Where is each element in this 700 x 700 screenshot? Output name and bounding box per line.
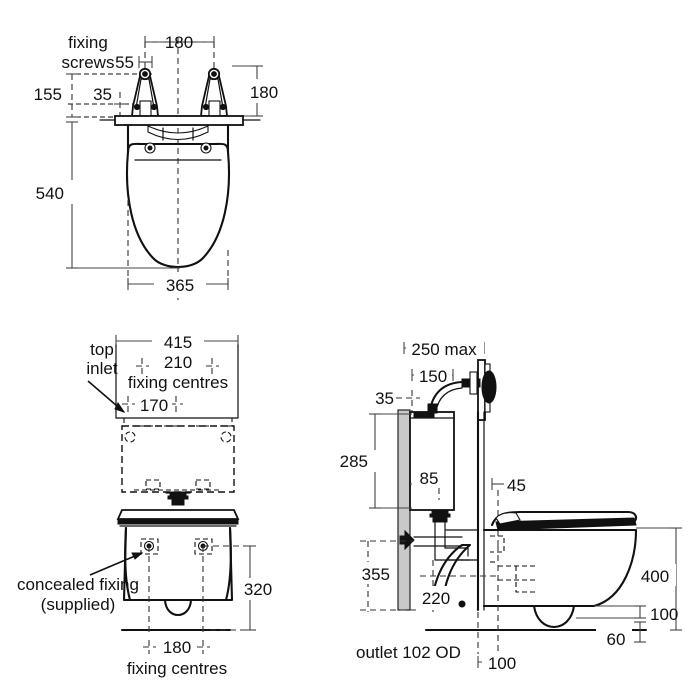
dim-bracket-depth-180: 180 xyxy=(232,65,283,117)
dim-label-wall-to-fixing-100: 100 xyxy=(488,654,516,673)
dim-label-cistern-fixing-centres-210: 210 xyxy=(164,353,192,372)
dim-screw-inset-35: 35 xyxy=(93,85,126,118)
dim-label-pan-fixing-centres-180: 180 xyxy=(163,638,191,657)
dim-label-pan-inlet-45: 45 xyxy=(507,476,526,495)
dim-label-cistern-height-285: 285 xyxy=(340,452,368,471)
dim-frame-width-415: 415 xyxy=(115,330,239,352)
dim-screw-to-seat-155: 155 xyxy=(34,73,78,118)
dim-label-seat-length-540: 540 xyxy=(36,184,64,203)
concealed-fixing-leader-arrow xyxy=(89,552,144,576)
dim-pan-underside-100: 100 xyxy=(576,605,678,624)
top-inlet-leader-arrow xyxy=(87,380,126,413)
side-section-installation: 250 max 150 35 xyxy=(340,337,682,673)
dim-label-inlet-offset-170: 170 xyxy=(140,396,168,415)
dim-label-frame-depth-250-max: 250 max xyxy=(411,340,477,359)
dim-pan-height-320: 320 xyxy=(148,545,280,634)
dim-label-pan-height-320: 320 xyxy=(244,580,272,599)
pan-front-elevation xyxy=(116,509,240,616)
dim-label-cistern-top-offset-35: 35 xyxy=(375,389,394,408)
flush-plate-and-button xyxy=(461,359,497,421)
dim-cistern-top-offset-35: 35 xyxy=(375,389,420,412)
dim-frame-depth-250-max: 250 max xyxy=(403,337,485,359)
dim-outlet-height-355: 355 xyxy=(346,541,420,612)
dim-label-bracket-depth-180: 180 xyxy=(250,83,278,102)
dim-wall-to-fixing-100: 100 xyxy=(477,545,520,673)
seat-hinge-bracket-right xyxy=(200,67,228,117)
frame-foot-bolt-right xyxy=(458,600,466,608)
plan-seat-lid xyxy=(125,142,231,269)
note-fixing-screws-line2: screws xyxy=(62,53,115,72)
note-concealed-fixing-line2: (supplied) xyxy=(41,595,116,614)
note-top-inlet-line2: inlet xyxy=(86,359,117,378)
dim-soil-offset-220: 220 xyxy=(414,560,500,612)
dim-label-frame-width-415: 415 xyxy=(164,333,192,352)
dim-outlet-centre-85: 85 xyxy=(410,466,446,500)
pan-side-profile xyxy=(482,510,638,629)
dim-seat-length-540: 540 xyxy=(36,121,180,269)
dim-hinge-centres-180: 180 xyxy=(144,33,215,80)
dim-label-pan-underside-100: 100 xyxy=(650,605,678,624)
note-top-inlet-line1: top xyxy=(90,340,114,359)
concealed-cistern-outline xyxy=(115,417,239,506)
dim-floor-gap-60: 60 xyxy=(596,621,646,650)
dim-cistern-height-285: 285 xyxy=(340,413,412,509)
plan-view-seat-and-hinges: 180 55 fixing screws xyxy=(34,33,283,300)
dim-label-seat-width-365: 365 xyxy=(166,276,194,295)
dim-inlet-offset-170: 170 xyxy=(122,394,183,415)
cistern-flush-outlet xyxy=(429,509,471,561)
dim-seat-width-365: 365 xyxy=(127,200,229,296)
dim-label-soil-offset-220: 220 xyxy=(422,589,450,608)
concealed-cistern-section xyxy=(409,380,464,511)
front-elevation-cistern-and-pan: 415 210 fixing centres 170 xyxy=(17,330,280,678)
dim-label-outlet-centre-85: 85 xyxy=(420,469,439,488)
soil-pipe-connector xyxy=(360,529,463,551)
dim-label-hinge-centres-180: 180 xyxy=(165,33,193,52)
dim-label-screw-to-seat-155: 155 xyxy=(34,85,62,104)
dim-label-cistern-depth-150: 150 xyxy=(419,367,447,386)
dim-label-floor-gap-60: 60 xyxy=(607,630,626,649)
note-concealed-fixing-line1: concealed fixing xyxy=(17,575,139,594)
dim-cistern-fixing-centres-210: 210 xyxy=(136,353,219,375)
note-fixing-screws-line1: fixing xyxy=(68,33,108,52)
dim-label-hinge-offset-55: 55 xyxy=(115,53,134,72)
note-outlet-102-od: outlet 102 OD xyxy=(356,643,461,662)
seat-hinge-bracket-left xyxy=(131,67,159,117)
dim-label-outlet-height-355: 355 xyxy=(362,565,390,584)
dim-cistern-depth-150: 150 xyxy=(411,364,454,386)
plan-wall-plate xyxy=(99,115,261,126)
dim-pan-fixing-centres-180: 180 xyxy=(143,636,210,657)
dim-label-pan-height-400: 400 xyxy=(641,567,669,586)
dim-hinge-offset-55: 55 xyxy=(115,53,153,72)
note-fixing-centres-upper: fixing centres xyxy=(128,373,228,392)
dim-pan-height-400: 400 xyxy=(632,527,682,631)
wall-section xyxy=(397,409,411,611)
cistern-outlet-connector xyxy=(165,491,191,506)
dim-label-screw-inset-35: 35 xyxy=(93,85,112,104)
dim-pan-inlet-45: 45 xyxy=(491,476,526,545)
note-fixing-centres-lower: fixing centres xyxy=(127,659,227,678)
